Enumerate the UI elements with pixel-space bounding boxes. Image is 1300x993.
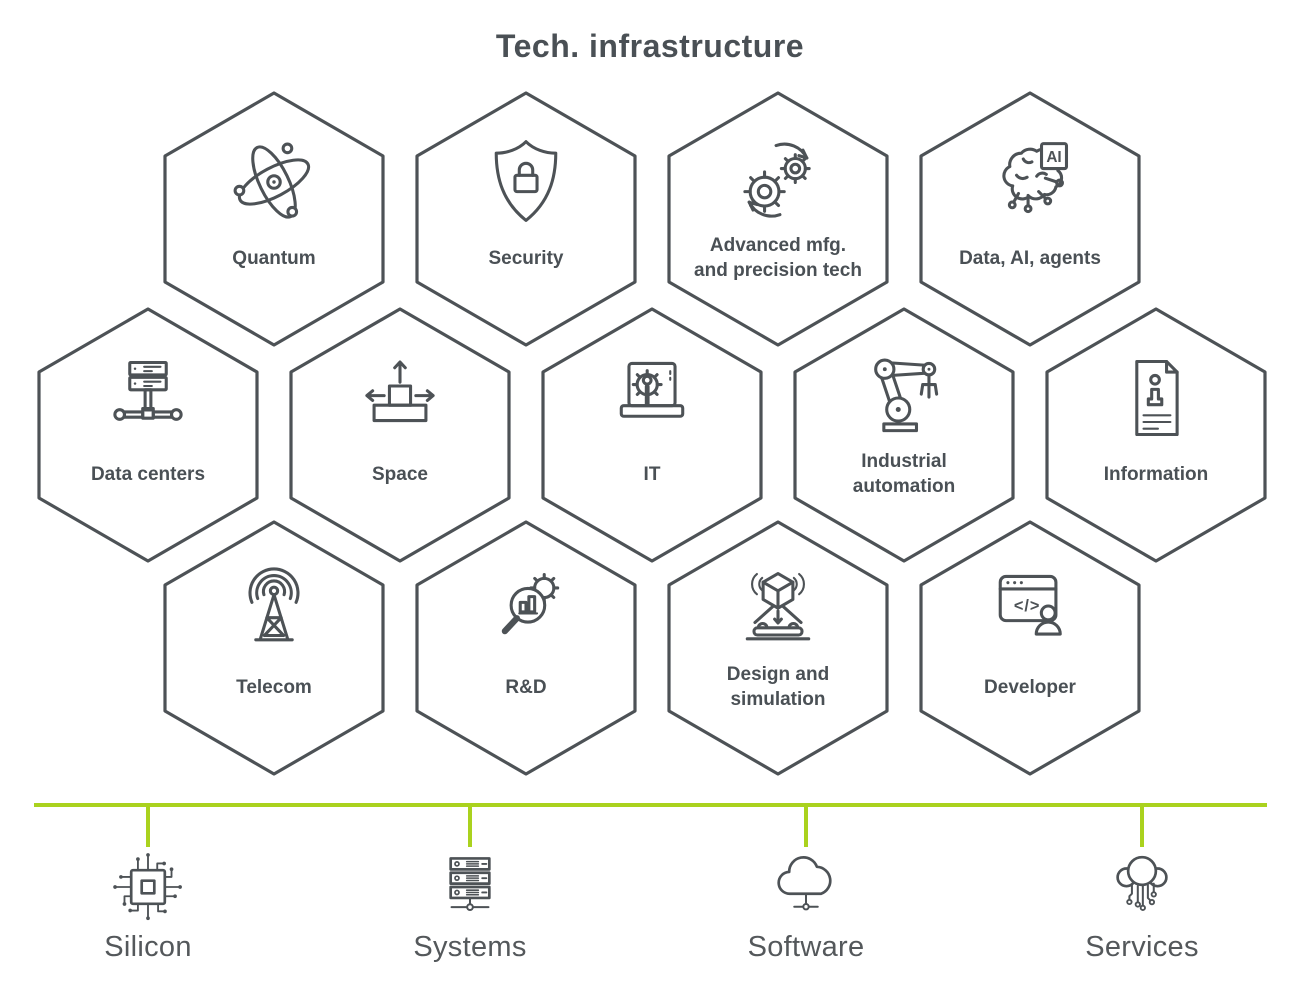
platform-arrows-icon	[365, 360, 435, 423]
hex-advanced-mfg: Advanced mfg. and precision tech	[666, 90, 890, 348]
hexagon-outline	[919, 520, 1141, 776]
hex-telecom: Telecom	[162, 519, 386, 777]
foundation-tick-systems	[468, 807, 472, 847]
foundation-label: Services	[1085, 931, 1199, 963]
chip-icon	[113, 853, 182, 921]
server-network-icon	[113, 360, 183, 421]
laptop-gear-icon	[619, 361, 685, 418]
hex-rnd: R&D	[414, 519, 638, 777]
foundation-item-services: Services	[1022, 845, 1262, 964]
hex-it: IT	[540, 306, 764, 564]
foundation-label: Systems	[413, 931, 527, 963]
hexagon-outline	[667, 520, 889, 776]
hex-label: Developer	[984, 676, 1076, 698]
hex-industrial-automation: Industrial automation	[792, 306, 1016, 564]
hex-space: Space	[288, 306, 512, 564]
hex-label: Data centers	[90, 463, 206, 485]
hex-quantum: Quantum	[162, 90, 386, 348]
server-stack-icon	[449, 857, 491, 912]
atom-icon	[233, 142, 311, 219]
hex-label: IT	[643, 463, 661, 485]
hex-design-simulation: Design and simulation	[666, 519, 890, 777]
cloud-network-icon	[777, 856, 832, 911]
gears-arrows-icon	[743, 142, 811, 218]
antenna-tower-icon	[248, 567, 300, 642]
page-title: Tech. infrastructure	[495, 28, 805, 64]
hexagon-outline	[163, 520, 385, 776]
hex-label: Quantum	[232, 247, 316, 269]
hexagon-outline	[793, 307, 1015, 563]
hex-label: Data, AI, agents	[959, 247, 1101, 269]
hex-label: Information	[1103, 463, 1209, 485]
foundation-item-software: Software	[686, 845, 926, 964]
hexagon-outline	[541, 307, 763, 563]
hexagon-outline	[37, 307, 259, 563]
hex-data-centers: Data centers	[36, 306, 260, 564]
hexagon-outline	[289, 307, 511, 563]
shield-lock-icon	[494, 140, 558, 222]
hexagon-outline	[163, 91, 385, 347]
foundation-tick-software	[804, 807, 808, 847]
hex-label: Design and simulation	[726, 664, 830, 710]
robot-arm-icon	[874, 358, 939, 433]
code-glyph-text: </>	[1014, 597, 1040, 615]
hex-label: Security	[488, 247, 564, 269]
brain-ai-icon: AI	[1002, 142, 1069, 214]
foundation-line	[34, 803, 1267, 807]
hexagon-outline	[415, 520, 637, 776]
foundation-label: Software	[747, 931, 865, 963]
foundation-tick-services	[1140, 807, 1144, 847]
hologram-cube-icon	[745, 572, 811, 641]
hex-data-ai-agents: AI Data, AI, agents	[918, 90, 1142, 348]
hex-label: Industrial automation	[852, 451, 956, 497]
hex-information: Information	[1044, 306, 1268, 564]
code-window-person-icon: </>	[998, 574, 1062, 636]
document-info-icon	[1135, 359, 1179, 437]
foundation-label: Silicon	[104, 931, 192, 963]
cloud-circuit-icon	[1116, 855, 1168, 911]
hexagon-outline	[667, 91, 889, 347]
hexagon-outline	[919, 91, 1141, 347]
hex-security: Security	[414, 90, 638, 348]
magnifier-chart-gear-icon	[501, 572, 560, 635]
ai-chip-text: AI	[1046, 149, 1061, 166]
hex-label: R&D	[505, 676, 547, 698]
foundation-item-silicon: Silicon	[28, 845, 268, 964]
foundation-tick-silicon	[146, 807, 150, 847]
hex-developer: </> Developer	[918, 519, 1142, 777]
hex-label: Space	[372, 463, 428, 485]
hex-label: Advanced mfg. and precision tech	[694, 235, 862, 281]
hex-label: Telecom	[236, 676, 312, 698]
foundation-item-systems: Systems	[350, 845, 590, 964]
